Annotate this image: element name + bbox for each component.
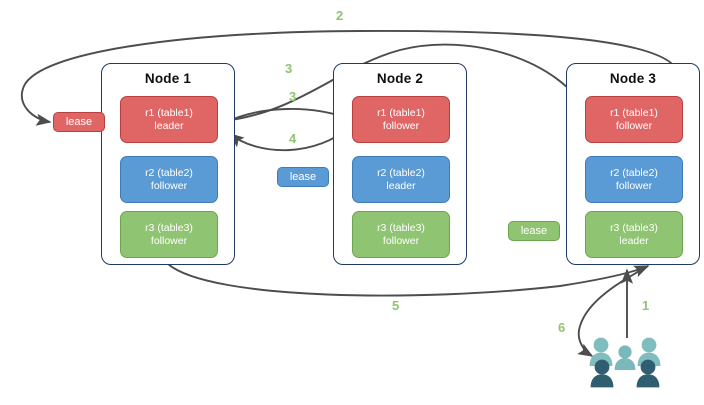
replica-role: follower <box>150 234 188 247</box>
replica-r3[interactable]: r3 (table3) leader <box>585 211 683 258</box>
step-label-6: 6 <box>558 320 566 335</box>
step-label-2: 2 <box>336 8 344 23</box>
replica-name: r1 (table1) <box>145 106 193 119</box>
replica-name: r3 (table3) <box>377 221 425 234</box>
node-title: Node 1 <box>144 71 192 86</box>
step-label-5: 5 <box>392 298 400 313</box>
edge-step-3-long <box>223 43 589 122</box>
lease-badge-r1[interactable]: lease <box>53 112 105 132</box>
people-icon <box>589 337 661 388</box>
replica-name: r2 (table2) <box>377 166 425 179</box>
step-label-1: 1 <box>642 298 650 313</box>
replica-r2[interactable]: r2 (table2) follower <box>120 156 218 203</box>
replica-role: follower <box>615 119 653 132</box>
replica-name: r1 (table1) <box>377 106 425 119</box>
replica-role: follower <box>382 119 420 132</box>
replica-role: leader <box>154 119 184 132</box>
replica-name: r2 (table2) <box>610 166 658 179</box>
node-container-node3[interactable]: Node 3 r1 (table1) follower r2 (table2) … <box>566 63 700 265</box>
step-label-3a: 3 <box>285 61 293 76</box>
replica-role: follower <box>382 234 420 247</box>
lease-label: lease <box>520 225 548 237</box>
step-label-4: 4 <box>289 131 297 146</box>
replica-r3[interactable]: r3 (table3) follower <box>120 211 218 258</box>
replica-r1[interactable]: r1 (table1) leader <box>120 96 218 143</box>
replica-r1[interactable]: r1 (table1) follower <box>585 96 683 143</box>
node-container-node1[interactable]: Node 1 r1 (table1) leader r2 (table2) fo… <box>101 63 235 265</box>
edge-step-6 <box>577 265 649 357</box>
edge-step-5 <box>167 263 650 297</box>
replica-role: follower <box>615 179 653 192</box>
node-container-node2[interactable]: Node 2 r1 (table1) follower r2 (table2) … <box>333 63 467 265</box>
replica-role: leader <box>386 179 416 192</box>
lease-badge-r2[interactable]: lease <box>277 167 329 187</box>
lease-label: lease <box>65 116 93 128</box>
replica-name: r2 (table2) <box>145 166 193 179</box>
lease-badge-r3[interactable]: lease <box>508 221 560 241</box>
replica-r2[interactable]: r2 (table2) leader <box>352 156 450 203</box>
replica-r3[interactable]: r3 (table3) follower <box>352 211 450 258</box>
node-title: Node 2 <box>376 71 424 86</box>
replica-role: leader <box>619 234 649 247</box>
replica-role: follower <box>150 179 188 192</box>
replica-name: r3 (table3) <box>610 221 658 234</box>
replica-name: r1 (table1) <box>610 106 658 119</box>
replica-r2[interactable]: r2 (table2) follower <box>585 156 683 203</box>
edge-step-3-short <box>223 108 352 124</box>
node-title: Node 3 <box>609 71 657 86</box>
lease-label: lease <box>289 171 317 183</box>
replica-name: r3 (table3) <box>145 221 193 234</box>
edge-step-2 <box>21 29 680 126</box>
replica-r1[interactable]: r1 (table1) follower <box>352 96 450 143</box>
step-label-3b: 3 <box>289 89 297 104</box>
